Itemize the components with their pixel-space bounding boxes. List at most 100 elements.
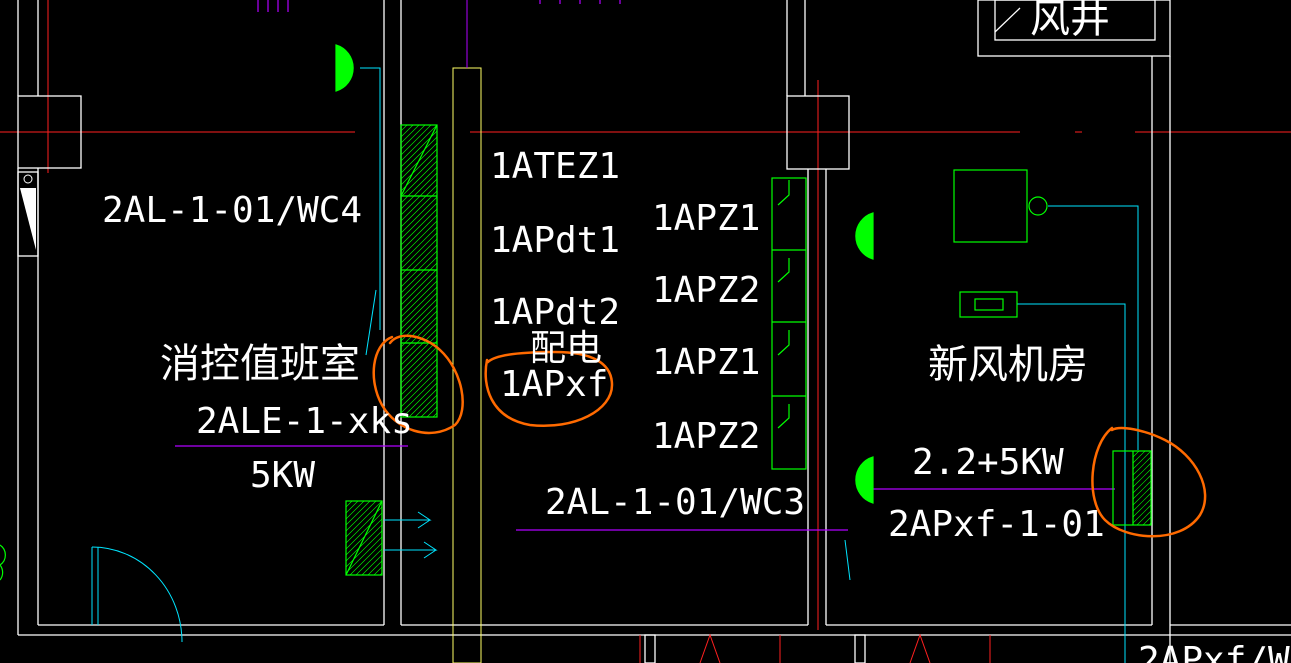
conduit-arrow [417, 519, 431, 529]
hatch-line [400, 280, 438, 318]
hatch-line [345, 536, 383, 574]
partial-symbol [0, 544, 6, 581]
hatch-line [400, 334, 438, 372]
hatch-line [400, 352, 438, 390]
hatch-line [402, 382, 438, 418]
switch-label: 1APZ2 [652, 416, 760, 457]
lighting-fixture-icon [855, 212, 874, 260]
room-label-distribution: 配电 [530, 328, 602, 369]
hatch-line [400, 172, 438, 210]
circuit-lines [175, 0, 1115, 531]
hatch-line [400, 148, 438, 186]
axis-lines [0, 0, 1291, 630]
hatch-line [400, 262, 438, 300]
air-shaft-inner [994, 0, 1156, 41]
marker [909, 633, 931, 663]
hatch-line [400, 160, 438, 198]
hatch-line [400, 124, 438, 162]
hatch-line [1132, 468, 1152, 488]
hatch-line [1132, 480, 1152, 500]
hatch-line [355, 548, 383, 576]
conduit-fan [1048, 205, 1139, 450]
hatch-line [345, 500, 377, 532]
hatch-line [400, 130, 438, 168]
hatch-line [426, 406, 438, 418]
conduit-branch [365, 289, 377, 356]
heater-element [974, 298, 1004, 311]
heater-icon [959, 291, 1018, 318]
switch-icon [777, 404, 790, 429]
hatch-line [400, 292, 438, 330]
hatch-line [379, 572, 383, 576]
switch-label: 1APZ1 [652, 342, 760, 383]
fan-motor-icon [1028, 196, 1048, 216]
hatch-line [400, 214, 438, 252]
switch-icon [777, 258, 790, 283]
hatch-line [432, 412, 438, 418]
hatch-line [400, 178, 438, 216]
hatch-line [400, 124, 420, 144]
hatch-line [349, 542, 383, 576]
hatch-line [400, 364, 438, 402]
panel-label: 1ATEZ1 [490, 146, 620, 187]
hatch-line [400, 142, 438, 180]
hatch-line [1132, 456, 1152, 476]
wall-stub [644, 634, 656, 663]
room-label-fire-control: 消控值班室 [160, 341, 360, 387]
hatch-line [361, 554, 383, 576]
hatch-line [345, 500, 353, 508]
hatch-line [345, 500, 371, 526]
hatch-line [400, 220, 438, 258]
hatch-line [400, 286, 438, 324]
hatch-line [400, 256, 438, 294]
room-label-fresh-air: 新风机房 [928, 342, 1088, 388]
panel-label: 1APdt1 [490, 220, 620, 261]
hatch-line [400, 250, 438, 288]
hatch-line [1132, 462, 1152, 482]
hatch-line [400, 208, 438, 246]
hatch-line [400, 136, 438, 174]
fan-icon [953, 169, 1028, 243]
hatch-line [408, 388, 438, 418]
room-label-air-shaft: 风井 [1030, 0, 1110, 42]
hatch-line [1132, 504, 1152, 524]
hatch-line [345, 500, 383, 538]
window-symbol-dot [23, 174, 33, 184]
hatch-line [400, 298, 438, 336]
hatch-line [400, 370, 438, 408]
hatch-line [1132, 450, 1140, 458]
air-shaft-diagonal [994, 7, 1021, 33]
column-middle [786, 95, 850, 170]
hatch-line [400, 166, 438, 204]
hatch-line [414, 394, 438, 418]
fresh-air-load-label: 2.2+5KW [912, 442, 1064, 483]
bottom-markers [639, 633, 991, 663]
hatch-line [400, 268, 438, 306]
lighting-fixture-icon [855, 456, 874, 504]
switch-panel-icon [771, 177, 807, 470]
conduit-fire-control [360, 67, 381, 330]
fire-control-load-label: 5KW [250, 455, 315, 496]
markups [372, 334, 1207, 538]
conduits [91, 67, 1139, 663]
hatch-line [400, 358, 438, 396]
markup-circle [372, 334, 464, 435]
window-symbol [20, 188, 36, 250]
panel-label: 1APxf [500, 364, 608, 405]
hatch-line [400, 124, 408, 132]
air-shaft-box [977, 0, 1171, 57]
hatch-line [1142, 516, 1152, 526]
hatch-line [1132, 474, 1152, 494]
hatch-line [400, 376, 438, 414]
markup-circle [1091, 426, 1207, 538]
hatch-line [1132, 450, 1152, 470]
hatch-line [373, 566, 383, 576]
hatch-line [400, 316, 438, 354]
conduit-branch [844, 539, 851, 581]
column-left [17, 95, 82, 169]
hatch-line [1132, 498, 1152, 518]
distribution-circuit-label: 2AL-1-01/WC3 [545, 482, 805, 523]
hatch-line [400, 346, 438, 384]
lighting-fixture-icon [335, 44, 354, 92]
